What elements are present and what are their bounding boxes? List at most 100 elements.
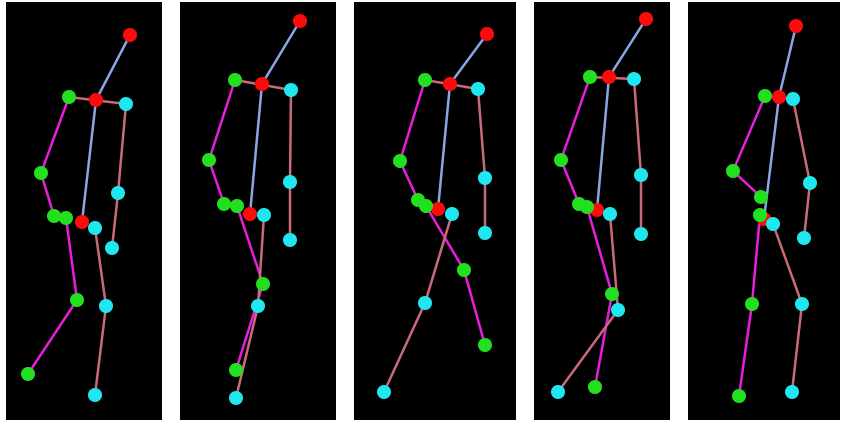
head-joint xyxy=(293,14,307,28)
right-shoulder-joint xyxy=(471,82,485,96)
left-wrist-joint xyxy=(217,197,231,211)
left-elbow-joint xyxy=(202,153,216,167)
pose-panel-3 xyxy=(354,2,516,420)
left-shoulder-joint xyxy=(583,70,597,84)
neck-joint xyxy=(772,90,786,104)
right-leg xyxy=(556,212,620,394)
spine-torso xyxy=(595,75,611,212)
left-elbow-joint xyxy=(34,166,48,180)
neck-joint xyxy=(255,77,269,91)
right-elbow-joint xyxy=(803,176,817,190)
right-elbow-joint xyxy=(111,186,125,200)
spine-head xyxy=(448,32,489,86)
left-knee-joint xyxy=(256,277,270,291)
right-elbow-joint xyxy=(478,171,492,185)
left-ankle-joint xyxy=(732,389,746,403)
right-wrist-joint xyxy=(283,233,297,247)
right-wrist-joint xyxy=(478,226,492,240)
right-knee-joint xyxy=(611,303,625,317)
head-joint xyxy=(480,27,494,41)
left-hip-joint xyxy=(580,200,594,214)
left-knee-joint xyxy=(605,287,619,301)
right-knee-joint xyxy=(99,299,113,313)
right-arm xyxy=(110,102,128,250)
neck-joint xyxy=(89,93,103,107)
right-ankle-joint xyxy=(785,385,799,399)
left-ankle-joint xyxy=(229,363,243,377)
left-arm xyxy=(398,78,427,202)
spine-torso xyxy=(248,82,264,216)
left-shoulder-joint xyxy=(62,90,76,104)
right-hip-joint xyxy=(603,207,617,221)
right-hip-joint xyxy=(88,221,102,235)
left-shoulder-joint xyxy=(758,89,772,103)
right-wrist-joint xyxy=(105,241,119,255)
right-elbow-joint xyxy=(283,175,297,189)
skeleton-figure-3 xyxy=(377,27,494,399)
left-ankle-joint xyxy=(478,338,492,352)
left-leg xyxy=(424,204,487,347)
spine-torso xyxy=(80,98,98,224)
right-wrist-joint xyxy=(634,227,648,241)
left-knee-joint xyxy=(745,297,759,311)
left-arm xyxy=(731,94,767,199)
right-shoulder-joint xyxy=(119,97,133,111)
skeleton-figure-2 xyxy=(202,14,307,405)
spine-head xyxy=(607,17,648,79)
left-wrist-joint xyxy=(754,190,768,204)
skeleton-figure-1 xyxy=(21,28,137,402)
hip-joint xyxy=(75,215,89,229)
left-ankle-joint xyxy=(21,367,35,381)
right-wrist-joint xyxy=(797,231,811,245)
spine-torso xyxy=(436,82,452,211)
left-shoulder-joint xyxy=(228,73,242,87)
left-elbow-joint xyxy=(554,153,568,167)
right-ankle-joint xyxy=(551,385,565,399)
right-arm xyxy=(288,88,293,242)
left-knee-joint xyxy=(457,263,471,277)
left-hip-joint xyxy=(753,208,767,222)
left-leg xyxy=(26,216,79,376)
right-knee-joint xyxy=(251,299,265,313)
right-shoulder-joint xyxy=(627,72,641,86)
left-arm xyxy=(559,75,592,206)
right-arm xyxy=(632,77,643,236)
hip-joint xyxy=(431,202,445,216)
pose-panel-4 xyxy=(534,2,670,420)
right-elbow-joint xyxy=(634,168,648,182)
left-hip-joint xyxy=(59,211,73,225)
skeleton-figure-4 xyxy=(551,12,653,399)
spine-head xyxy=(777,24,798,99)
right-arm xyxy=(791,97,812,240)
left-elbow-joint xyxy=(393,154,407,168)
head-joint xyxy=(639,12,653,26)
left-hip-joint xyxy=(419,199,433,213)
right-hip-joint xyxy=(257,208,271,222)
hip-joint xyxy=(243,207,257,221)
left-hip-joint xyxy=(230,199,244,213)
head-joint xyxy=(123,28,137,42)
right-knee-joint xyxy=(418,296,432,310)
pose-panel-1 xyxy=(6,2,162,420)
left-elbow-joint xyxy=(726,164,740,178)
right-hip-joint xyxy=(445,207,459,221)
skeleton-figure-5 xyxy=(726,19,817,403)
right-arm xyxy=(476,87,487,235)
right-hip-joint xyxy=(766,217,780,231)
right-shoulder-joint xyxy=(786,92,800,106)
spine-head xyxy=(94,33,132,102)
left-ankle-joint xyxy=(588,380,602,394)
left-shoulder-joint xyxy=(418,73,432,87)
right-ankle-joint xyxy=(88,388,102,402)
pose-panel-2 xyxy=(180,2,336,420)
neck-joint xyxy=(602,70,616,84)
left-wrist-joint xyxy=(47,209,61,223)
right-shoulder-joint xyxy=(284,83,298,97)
right-knee-joint xyxy=(795,297,809,311)
neck-joint xyxy=(443,77,457,91)
pose-panel-5 xyxy=(688,2,840,420)
left-knee-joint xyxy=(70,293,84,307)
right-ankle-joint xyxy=(377,385,391,399)
spine-head xyxy=(260,19,302,86)
left-arm xyxy=(207,78,237,206)
